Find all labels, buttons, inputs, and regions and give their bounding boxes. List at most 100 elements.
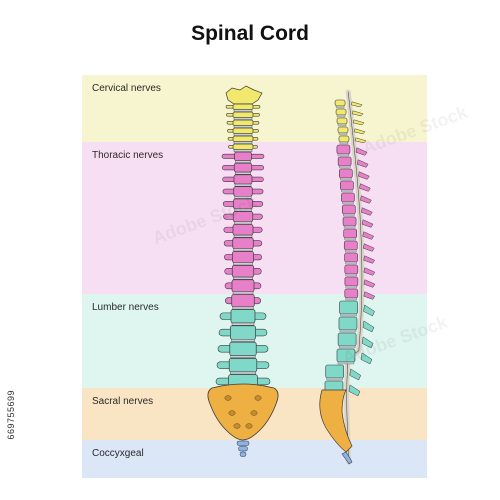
- intervertebral-disc: [233, 141, 253, 145]
- spinous-process: [360, 195, 372, 204]
- intervertebral-disc-side: [342, 201, 354, 205]
- intervertebral-disc: [232, 306, 254, 310]
- thoracic-vertebra-side: [341, 204, 356, 215]
- lumbar-vertebra-side: [339, 300, 358, 315]
- lumbar-vertebra: [228, 358, 258, 373]
- lumbar-vertebra-side: [338, 316, 358, 331]
- thoracic-vertebra: [233, 174, 253, 185]
- spinous-process: [354, 137, 367, 144]
- spinous-process: [362, 231, 375, 240]
- intervertebral-disc-side: [337, 123, 347, 127]
- spinous-process: [351, 110, 364, 117]
- intervertebral-disc: [234, 183, 252, 187]
- band-label-thoracic: Thoracic nerves: [92, 150, 164, 161]
- thoracic-vertebra-side: [337, 156, 352, 167]
- band-label-lumbar: Lumber nerves: [92, 302, 159, 313]
- coccyx-segment: [238, 446, 248, 452]
- cervical-vertebra-side: [335, 108, 347, 116]
- intervertebral-disc-side: [335, 105, 345, 109]
- intervertebral-disc: [235, 160, 251, 164]
- spinous-process: [358, 171, 370, 180]
- thoracic-vertebra: [234, 151, 252, 161]
- thoracic-vertebra: [233, 162, 253, 173]
- intervertebral-disc-side: [338, 132, 348, 136]
- intervertebral-disc-side: [339, 141, 349, 145]
- sacral-foramen: [245, 423, 253, 429]
- cervical-vertebra-side: [338, 135, 350, 143]
- intervertebral-disc-side: [341, 189, 353, 193]
- lumbar-vertebra-side: [336, 348, 356, 363]
- thoracic-vertebra-side: [342, 216, 357, 227]
- spinous-process: [363, 291, 376, 300]
- spine-side-view: [319, 89, 376, 465]
- intervertebral-disc-side: [339, 329, 357, 333]
- spinous-process: [363, 304, 375, 317]
- intervertebral-disc-side: [345, 261, 357, 265]
- thoracic-vertebra-side: [344, 252, 358, 263]
- cervical-vertebra-side: [337, 126, 349, 134]
- intervertebral-disc-side: [337, 153, 350, 157]
- thoracic-vertebra: [232, 224, 254, 236]
- spinous-process: [355, 147, 368, 156]
- coccyx-side: [341, 451, 353, 465]
- intervertebral-disc-side: [344, 237, 356, 241]
- intervertebral-disc-side: [340, 177, 352, 181]
- thoracic-vertebra: [231, 294, 255, 308]
- cervical-vertebra: [232, 119, 254, 126]
- band-label-cervical: Cervical nerves: [92, 83, 161, 94]
- spine-front-view: [207, 85, 279, 457]
- intervertebral-disc-side: [338, 165, 351, 169]
- intervertebral-disc-side: [345, 297, 357, 301]
- intervertebral-disc-side: [336, 114, 346, 118]
- sacral-foramen: [224, 395, 232, 401]
- lumbar-vertebra: [229, 341, 257, 356]
- sacral-foramen: [233, 423, 241, 429]
- cervical-vertebra: [232, 143, 254, 150]
- thoracic-vertebra-side: [344, 288, 359, 299]
- thoracic-vertebra-side: [344, 264, 359, 275]
- thoracic-vertebra-side: [340, 180, 354, 191]
- spinous-process: [349, 368, 362, 381]
- lumbar-vertebra: [230, 309, 256, 324]
- thoracic-vertebra-side: [336, 144, 351, 155]
- intervertebral-disc: [232, 291, 254, 295]
- spinous-process: [360, 207, 373, 216]
- band-label-coccyx: Coccyxgeal: [92, 448, 144, 459]
- cervical-vertebra: [232, 127, 254, 134]
- spinous-process: [359, 183, 371, 192]
- atlas-vertebra: [225, 85, 263, 105]
- lumbar-vertebra: [230, 325, 256, 340]
- page-title: Spinal Cord: [191, 22, 309, 45]
- thoracic-vertebra-side: [344, 276, 359, 287]
- intervertebral-disc: [233, 117, 253, 120]
- spinous-process: [360, 352, 373, 365]
- cervical-vertebra-side: [336, 117, 348, 125]
- spinous-process: [348, 384, 361, 397]
- cervical-vertebra: [232, 111, 254, 118]
- spinal-cord-outline: [346, 91, 363, 463]
- intervertebral-disc: [235, 171, 251, 175]
- spinous-process: [356, 159, 369, 168]
- intervertebral-disc-side: [326, 377, 343, 381]
- spinous-process: [361, 336, 374, 349]
- intervertebral-disc: [233, 276, 253, 280]
- spinous-process: [361, 219, 374, 228]
- intervertebral-disc: [234, 208, 252, 212]
- cervical-vertebra: [232, 135, 254, 142]
- intervertebral-disc: [234, 221, 252, 225]
- cervical-vertebra-side: [334, 99, 346, 107]
- coccyx-segment: [236, 440, 250, 446]
- sacral-foramen: [250, 410, 258, 416]
- sacral-foramen: [228, 410, 236, 416]
- intervertebral-disc-side: [340, 313, 357, 317]
- intervertebral-disc-side: [338, 345, 356, 349]
- band-label-sacral: Sacral nerves: [92, 396, 154, 407]
- thoracic-vertebra: [231, 265, 255, 278]
- cervical-vertebra: [232, 103, 254, 110]
- intervertebral-disc: [233, 133, 253, 137]
- coccyx-segment: [239, 451, 247, 457]
- intervertebral-disc: [230, 355, 256, 359]
- spinous-process: [362, 243, 375, 252]
- sacrum: [207, 383, 279, 441]
- intervertebral-disc: [233, 262, 253, 266]
